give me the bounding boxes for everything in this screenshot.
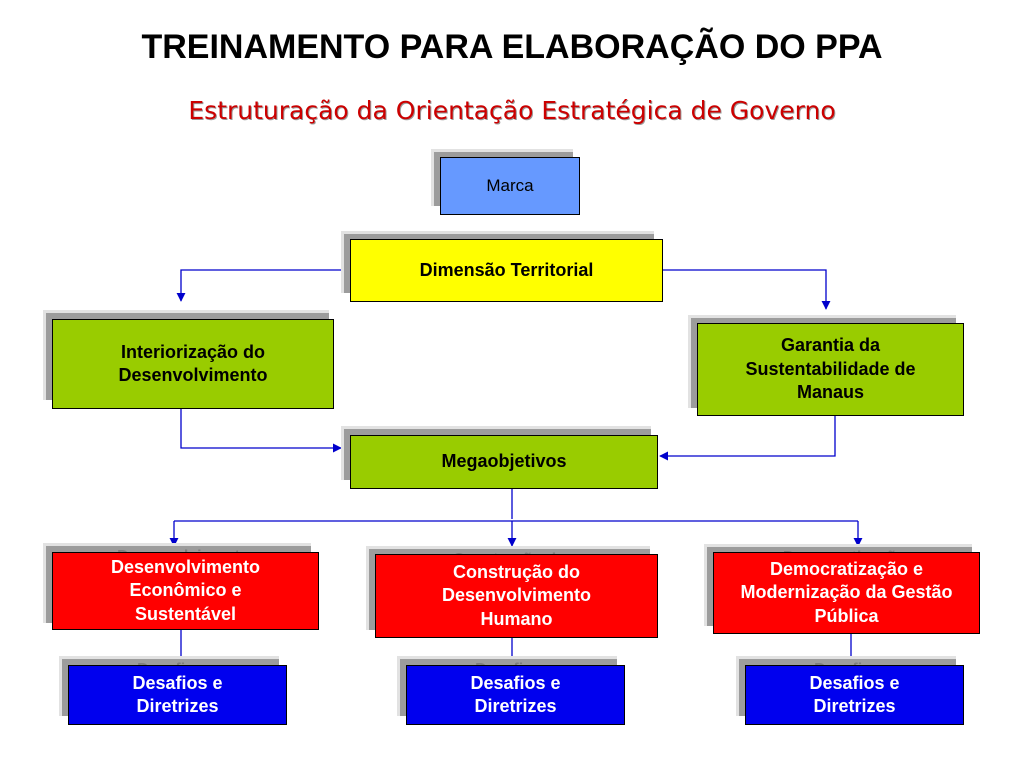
node-dimensao-territorial-label: Dimensão Territorial [419, 259, 594, 280]
connector-dimensao-to-garantia [663, 269, 831, 310]
connector-dimensao-to-interiorizacao [176, 269, 350, 302]
node-construcao-label: Construção do Desenvolvimento Humano [441, 561, 592, 629]
node-desafios-2-label: Desafios e Diretrizes [470, 672, 561, 716]
connector-interiorizacao-to-megaobjetivos [180, 409, 342, 453]
node-desafios-1-label: Desafios e Diretrizes [132, 672, 223, 716]
slide-title: TREINAMENTO PARA ELABORAÇÃO DO PPA [141, 28, 883, 66]
node-megaobjetivos[interactable]: Megaobjetivos [350, 435, 658, 489]
connector-garantia-to-megaobjetivos [659, 416, 836, 461]
node-desafios-2[interactable]: Desafios e Diretrizes [406, 665, 625, 725]
node-democratizacao-label: Democratização e Modernização da Gestão … [740, 558, 953, 626]
slide-subtitle: Estruturação da Orientação Estratégica d… [188, 96, 836, 125]
node-desafios-1[interactable]: Desafios e Diretrizes [68, 665, 287, 725]
node-garantia-label: Garantia da Sustentabilidade de Manaus [745, 335, 916, 403]
node-garantia[interactable]: Garantia da Sustentabilidade de Manaus [697, 323, 964, 416]
node-desenv-economico[interactable]: Desenvolvimento Econômico e Sustentável [52, 552, 319, 630]
node-marca-label: Marca [486, 175, 534, 195]
node-marca[interactable]: Marca [440, 157, 580, 215]
node-megaobjetivos-label: Megaobjetivos [441, 451, 567, 472]
node-dimensao-territorial[interactable]: Dimensão Territorial [350, 239, 663, 302]
node-interiorizacao-label: Interiorização do Desenvolvimento [118, 341, 268, 385]
node-interiorizacao[interactable]: Interiorização do Desenvolvimento [52, 319, 334, 409]
node-desenv-economico-label: Desenvolvimento Econômico e Sustentável [110, 556, 261, 624]
node-democratizacao[interactable]: Democratização e Modernização da Gestão … [713, 552, 980, 634]
node-desafios-3[interactable]: Desafios e Diretrizes [745, 665, 964, 725]
node-desafios-3-label: Desafios e Diretrizes [809, 672, 900, 716]
node-construcao[interactable]: Construção do Desenvolvimento Humano [375, 554, 658, 638]
